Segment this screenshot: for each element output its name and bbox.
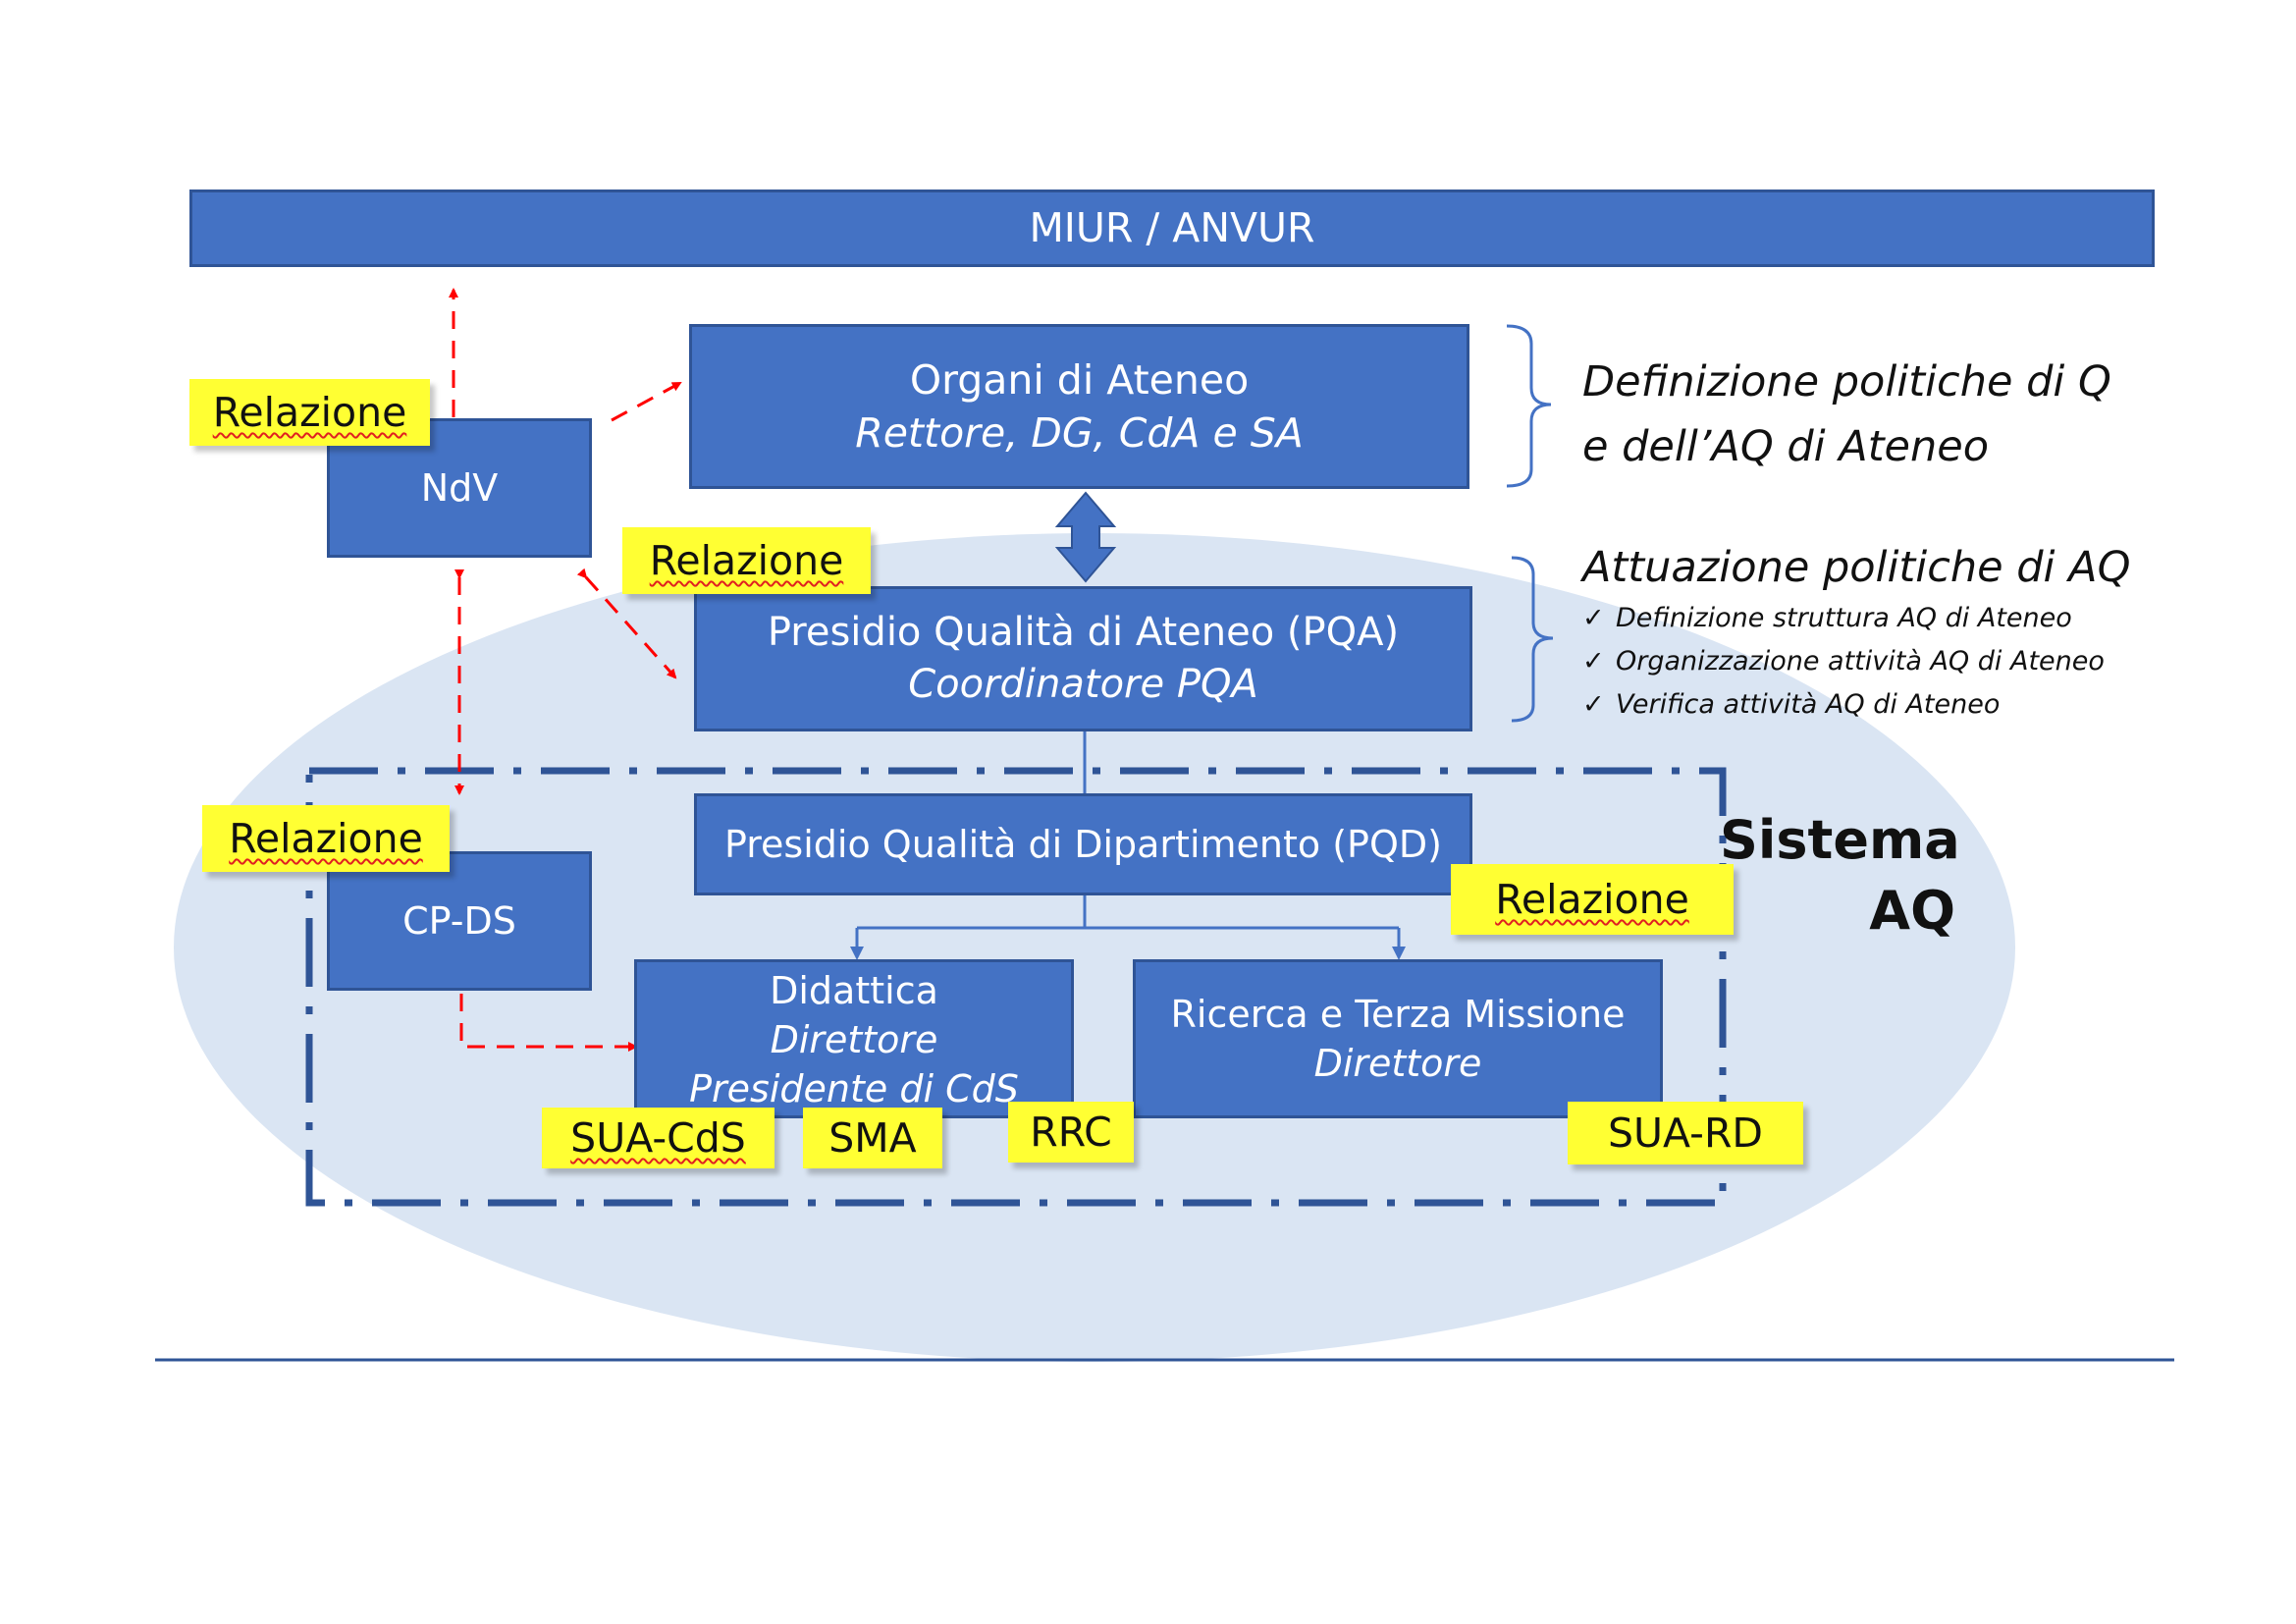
sistema-label-line1: Sistema [1720,809,1960,871]
sistema-aq-frame [305,767,1727,1207]
cpds-label: CP-DS [402,898,516,943]
attuazione-checklist: ✓Definizione struttura AQ di Ateneo ✓Org… [1582,597,2105,727]
brace-definizione [1506,324,1552,488]
dashed-arrow-ndv-organi [611,381,682,422]
didattica-box: Didattica Direttore Presidente di CdS [634,959,1074,1118]
pqa-title: Presidio Qualità di Ateneo (PQA) [767,610,1400,656]
dashed-arrow-ndv-pqa [576,568,677,679]
didattica-direttore: Direttore [770,1018,938,1062]
sistema-label-line2: AQ [1869,880,1955,942]
note-relazione-ndv: Relazione [189,379,430,446]
pqa-subtitle: Coordinatore PQA [908,662,1258,707]
attuazione-title: Attuazione politiche di AQ [1582,543,2131,592]
pqd-label: Presidio Qualità di Dipartimento (PQD) [724,822,1442,866]
didattica-presidente: Presidente di CdS [689,1067,1019,1111]
sistema-aq-label: Sistema AQ [1720,805,1960,947]
pqa-box: Presidio Qualità di Ateneo (PQA) Coordin… [694,586,1472,731]
note-sua-cds: SUA-CdS [542,1108,774,1168]
note-rrc: RRC [1008,1102,1134,1163]
definizione-line2: e dell’AQ di Ateneo [1582,422,1990,471]
cpds-box: CP-DS [327,851,592,991]
dashed-arrow-cpds-didattica [459,994,638,1052]
miur-anvur-bar: MIUR / ANVUR [189,189,2155,267]
note-relazione-pqa: Relazione [622,527,871,594]
miur-anvur-label: MIUR / ANVUR [1029,204,1315,252]
check-icon: ✓ [1582,646,1605,677]
ricerca-box: Ricerca e Terza Missione Direttore [1133,959,1663,1118]
organi-di-ateneo-box: Organi di Ateneo Rettore, DG, CdA e SA [689,324,1469,489]
note-relazione-cpds: Relazione [202,805,450,872]
organi-title: Organi di Ateneo [909,355,1250,404]
checklist-item: ✓Definizione struttura AQ di Ateneo [1582,597,2105,640]
double-arrow-organi-pqa [1054,491,1117,583]
note-sma: SMA [803,1108,942,1168]
checklist-item: ✓Organizzazione attività AQ di Ateneo [1582,640,2105,683]
pqd-box: Presidio Qualità di Dipartimento (PQD) [694,793,1472,895]
ndv-label: NdV [420,465,499,510]
didattica-title: Didattica [770,969,938,1012]
brace-attuazione [1511,556,1554,723]
ricerca-subtitle: Direttore [1313,1042,1482,1085]
check-icon: ✓ [1582,603,1605,633]
note-relazione-pqd: Relazione [1451,864,1734,935]
ricerca-title: Ricerca e Terza Missione [1170,992,1626,1036]
checklist-item: ✓Verifica attività AQ di Ateneo [1582,683,2105,727]
check-icon: ✓ [1582,689,1605,720]
organi-subtitle: Rettore, DG, CdA e SA [855,409,1304,457]
note-sua-rd: SUA-RD [1568,1102,1803,1164]
definizione-line1: Definizione politiche di Q [1582,357,2111,406]
